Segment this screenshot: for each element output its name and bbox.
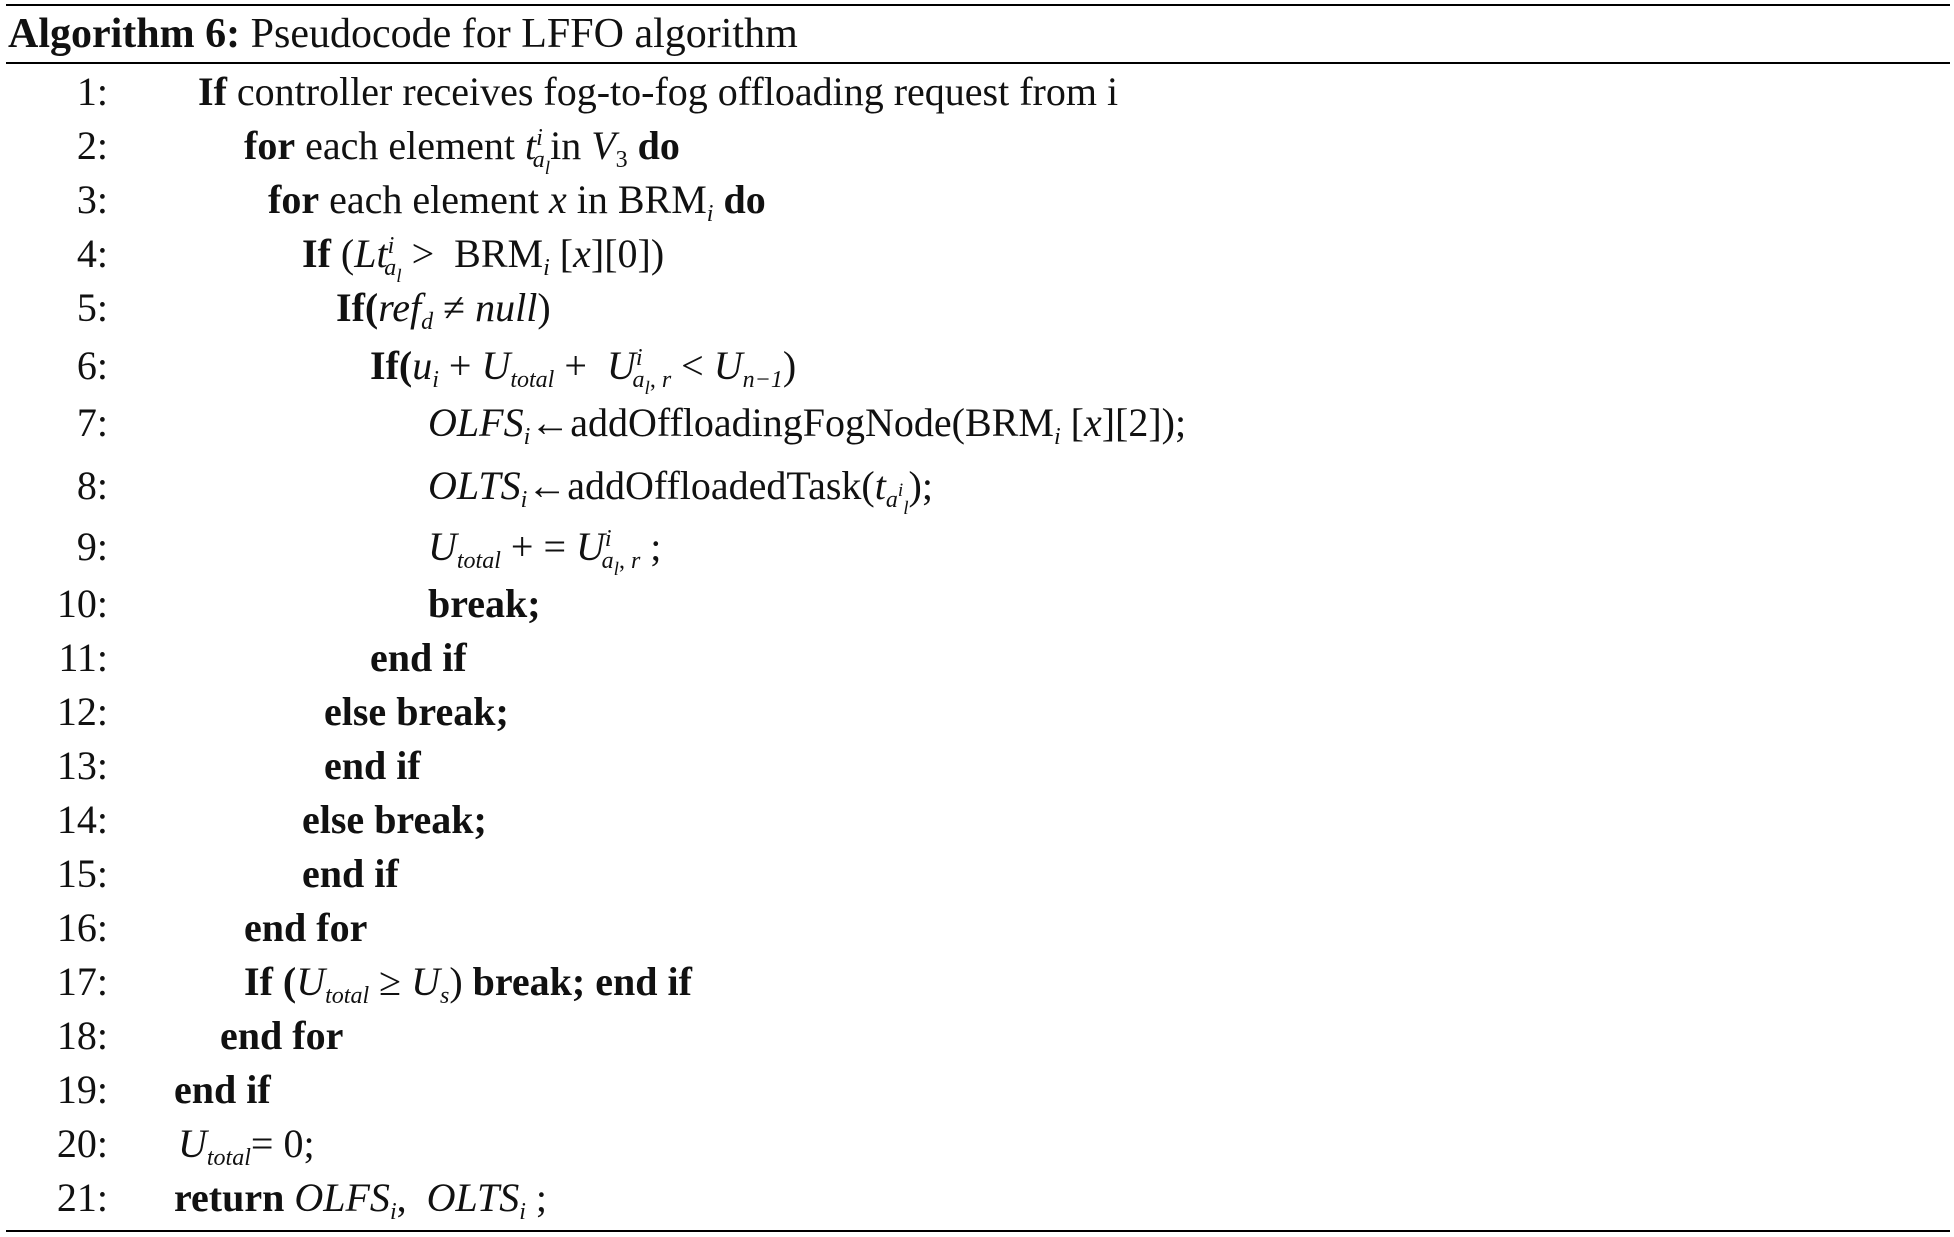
- algorithm-line-21: 21: return OLFSi, OLTSi ;: [0, 1171, 1954, 1225]
- line-number: 3:: [76, 177, 108, 222]
- line-number: 19:: [56, 1067, 108, 1112]
- algorithm-line-15: 15: end if: [0, 847, 1954, 901]
- line-code: break;: [428, 581, 541, 626]
- algorithm-line-8: 8: OLTSi←addOffloadedTask(tail);: [0, 459, 1954, 520]
- line-number: 2:: [76, 123, 108, 168]
- line-number: 5:: [76, 285, 108, 330]
- line-code: If controller receives fog-to-fog offloa…: [198, 69, 1119, 114]
- algorithm-line-13: 13: end if: [0, 739, 1954, 793]
- caption-title: Pseudocode for LFFO algorithm: [250, 11, 798, 57]
- line-number: 21:: [56, 1175, 108, 1220]
- line-code: end if: [302, 851, 399, 896]
- caption-rule: [6, 62, 1950, 64]
- line-code: If(refd≠null): [336, 285, 551, 336]
- line-number: 15:: [56, 851, 108, 896]
- line-number: 1:: [76, 69, 108, 114]
- line-number: 17:: [56, 959, 108, 1004]
- line-code: end for: [220, 1013, 344, 1058]
- algorithm-caption: Algorithm 6: Pseudocode for LFFO algorit…: [8, 8, 798, 60]
- line-code: end if: [370, 635, 467, 680]
- line-number: 12:: [56, 689, 108, 734]
- line-number: 9:: [76, 524, 108, 569]
- line-code: else break;: [324, 689, 509, 734]
- algorithm-line-5: 5: If(refd≠null): [0, 281, 1954, 335]
- line-code: If(ui+Utotal+ Uial, r<Un−1): [370, 343, 797, 400]
- algorithm-line-19: 19: end if: [0, 1063, 1954, 1117]
- line-code: end if: [174, 1067, 271, 1112]
- algorithm-line-12: 12: else break;: [0, 685, 1954, 739]
- line-code: OLFSi←addOffloadingFogNode(BRMi [x][2]);: [428, 400, 1187, 451]
- line-code: end if: [324, 743, 421, 788]
- line-number: 13:: [56, 743, 108, 788]
- line-number: 4:: [76, 231, 108, 276]
- algorithm-line-14: 14: else break;: [0, 793, 1954, 847]
- line-number: 10:: [56, 581, 108, 626]
- bottom-rule: [6, 1230, 1950, 1232]
- line-code: for each element x in BRMi do: [268, 177, 766, 228]
- line-code: OLTSi←addOffloadedTask(tail);: [428, 463, 933, 520]
- line-number: 11:: [58, 635, 108, 680]
- algorithm-line-7: 7: OLFSi←addOffloadingFogNode(BRMi [x][2…: [0, 396, 1954, 450]
- line-number: 6:: [76, 343, 108, 388]
- line-code: for each element tialin V3 do: [244, 123, 680, 180]
- algorithm-line-10: 10: break;: [0, 577, 1954, 631]
- line-code: If (Ltial> BRMi [x][0]): [302, 231, 665, 288]
- line-code: Utotal= 0;: [178, 1121, 315, 1172]
- line-number: 20:: [56, 1121, 108, 1166]
- algorithm-line-2: 2: for each element tialin V3 do: [0, 119, 1954, 180]
- line-code: end for: [244, 905, 368, 950]
- line-number: 8:: [76, 463, 108, 508]
- algorithm-line-4: 4: If (Ltial> BRMi [x][0]): [0, 227, 1954, 288]
- algorithm-line-20: 20: Utotal= 0;: [0, 1117, 1954, 1171]
- algorithm-line-1: 1: If controller receives fog-to-fog off…: [0, 65, 1954, 119]
- algorithm-line-6: 6: If(ui+Utotal+ Uial, r<Un−1): [0, 339, 1954, 400]
- algorithm-line-16: 16: end for: [0, 901, 1954, 955]
- line-number: 18:: [56, 1013, 108, 1058]
- line-code: Utotal+ =Uial, r ;: [428, 524, 662, 581]
- algorithm-line-9: 9: Utotal+ =Uial, r ;: [0, 520, 1954, 581]
- top-rule: [6, 4, 1950, 6]
- algorithm-line-3: 3: for each element x in BRMi do: [0, 173, 1954, 227]
- algorithm-line-18: 18: end for: [0, 1009, 1954, 1063]
- line-number: 16:: [56, 905, 108, 950]
- caption-label: Algorithm 6:: [8, 11, 241, 57]
- line-number: 7:: [76, 400, 108, 445]
- line-code: else break;: [302, 797, 487, 842]
- line-code: If (Utotal≥Us) break; end if: [244, 959, 692, 1010]
- algorithm-line-17: 17: If (Utotal≥Us) break; end if: [0, 955, 1954, 1009]
- algorithm-line-11: 11: end if: [0, 631, 1954, 685]
- line-number: 14:: [56, 797, 108, 842]
- line-code: return OLFSi, OLTSi ;: [174, 1175, 547, 1226]
